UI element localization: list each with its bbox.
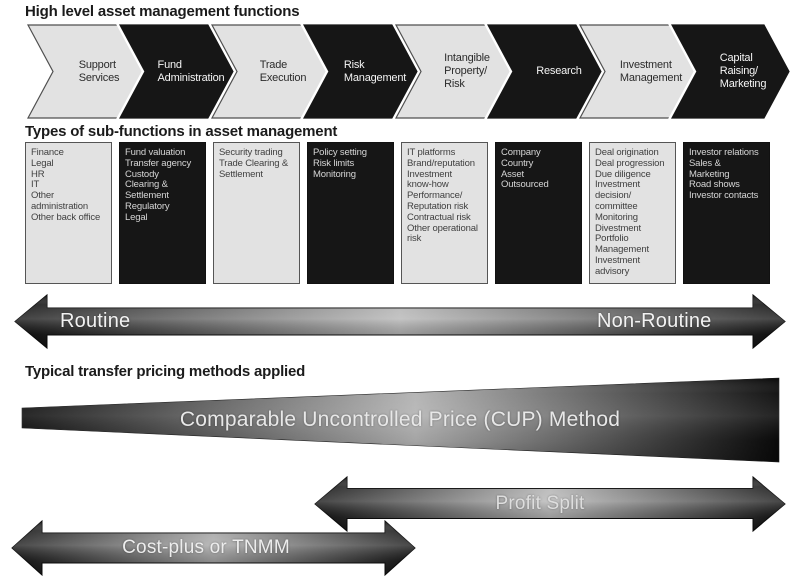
chevron-label-fund-administration: Fund Administration	[145, 25, 237, 118]
profit-split-arrow	[314, 475, 786, 533]
subfunction-list: Company Country Asset Outsourced	[501, 147, 549, 191]
chevron-label-support-services: Support Services	[53, 25, 145, 118]
chevron-capital-raising-marketing	[666, 22, 793, 121]
cost-plus-tnmm-arrow	[11, 519, 416, 577]
subfunction-box-investment-management: Deal origination Deal progression Due di…	[589, 142, 676, 284]
subfunction-box-support-services: Finance Legal HR IT Other administration…	[25, 142, 112, 284]
non-routine-label: Non-Routine	[597, 309, 712, 332]
routine-label: Routine	[60, 309, 131, 332]
wedge-sheen	[22, 378, 779, 462]
subfunction-list: Finance Legal HR IT Other administration…	[31, 147, 101, 223]
heading-methods: Typical transfer pricing methods applied	[25, 363, 306, 380]
chevron-label-intangible-property: Intangible Property/ Risk	[421, 25, 513, 118]
heading-subfunctions: Types of sub-functions in asset manageme…	[25, 123, 338, 140]
subfunction-list: Deal origination Deal progression Due di…	[595, 147, 665, 277]
subfunction-list: IT platforms Brand/reputation Investment…	[407, 147, 478, 245]
chevron-label-text: Trade Execution	[259, 58, 307, 84]
profit-split-label: Profit Split	[495, 493, 585, 514]
cup-method-wedge	[21, 377, 780, 463]
chevron-label-text: Investment Management	[619, 58, 683, 84]
subfunction-box-capital-raising: Investor relations Sales & Marketing Roa…	[683, 142, 770, 284]
subfunction-box-risk-management: Policy setting Risk limits Monitoring	[307, 142, 394, 284]
chevron-label-text: Fund Administration	[157, 58, 225, 84]
subfunction-list: Security trading Trade Clearing & Settle…	[219, 147, 289, 180]
subfunction-list: Fund valuation Transfer agency Custody C…	[125, 147, 192, 223]
cost-plus-tnmm-label: Cost-plus or TNMM	[122, 537, 290, 558]
heading-functions: High level asset management functions	[25, 3, 300, 20]
chevron-label-risk-management: Risk Management	[329, 25, 421, 118]
subfunction-box-intangible-property: IT platforms Brand/reputation Investment…	[401, 142, 488, 284]
chevron-label-investment-management: Investment Management	[605, 25, 697, 118]
chevron-label-research: Research	[513, 25, 605, 118]
subfunction-box-trade-execution: Security trading Trade Clearing & Settle…	[213, 142, 300, 284]
chevron-label-text: Capital Raising/ Marketing	[719, 52, 767, 90]
routine-spectrum-arrow	[14, 293, 786, 350]
cup-method-label: Comparable Uncontrolled Price (CUP) Meth…	[179, 408, 621, 431]
chevron-label-text: Support Services	[78, 58, 120, 84]
double-arrow-sheen	[315, 477, 785, 531]
double-arrow-sheen	[15, 295, 785, 348]
chevron-label-text: Risk Management	[343, 58, 407, 84]
chevron-label-text: Research	[536, 65, 582, 77]
subfunction-box-research: Company Country Asset Outsourced	[495, 142, 582, 284]
subfunction-list: Policy setting Risk limits Monitoring	[313, 147, 367, 180]
subfunction-list: Investor relations Sales & Marketing Roa…	[689, 147, 759, 202]
subfunction-box-fund-administration: Fund valuation Transfer agency Custody C…	[119, 142, 206, 284]
chevron-label-text: Intangible Property/ Risk	[444, 52, 490, 90]
chevron-shape	[670, 24, 790, 119]
chevron-label-trade-execution: Trade Execution	[237, 25, 329, 118]
double-arrow-sheen	[12, 521, 415, 575]
chevron-label-capital-raising: Capital Raising/ Marketing	[697, 25, 789, 118]
